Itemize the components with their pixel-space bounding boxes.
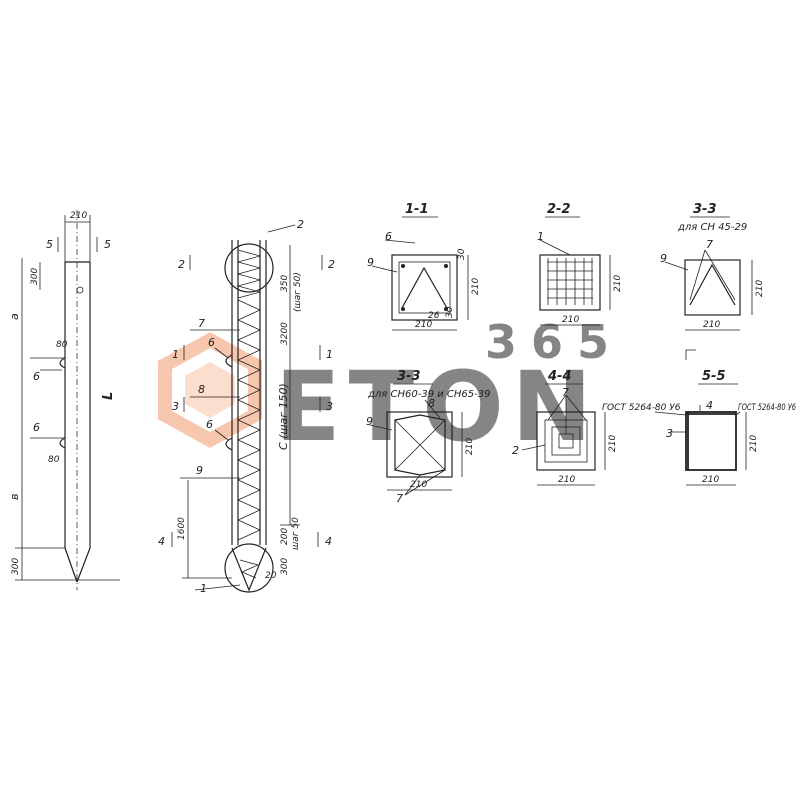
cage-dim-3200: 3200: [280, 322, 290, 345]
section-mark-5-right: 5: [104, 238, 111, 251]
pile-cage-view: 2 7 6 8 6 9 1 2 2 1 1 3 3 4 4 350 (шаг 5…: [158, 218, 335, 595]
cage-dim-step50: (шаг 50): [293, 272, 303, 312]
s11-dim-h: 210: [471, 278, 481, 295]
pile-width-dim: 210: [70, 211, 87, 221]
cage-mark-4-right: 4: [325, 535, 332, 548]
pile-outline-view: 210 5 5 300 a 6 80 L 6 80 в 300: [8, 210, 120, 590]
s55-dim-h: 210: [749, 435, 759, 452]
s33a-label-9: 9: [660, 252, 667, 265]
section-3-3a-subtitle: для СН 45-29: [677, 222, 747, 233]
cage-mark-3-right: 3: [326, 400, 333, 413]
watermark-main-text: ETON: [275, 351, 600, 463]
section-2-2-title: 2-2: [547, 202, 571, 217]
section-1-1-title: 1-1: [405, 202, 429, 217]
s11-dim-30: 30: [457, 248, 467, 260]
s55-label-4: 4: [706, 399, 713, 412]
cage-mark-1-left: 1: [172, 348, 179, 361]
cage-label-1: 1: [200, 582, 207, 595]
watermark-top-text: 365: [485, 315, 623, 369]
s55-label-3: 3: [666, 427, 673, 440]
cage-dim-200: 200: [280, 528, 290, 545]
s44-label-2: 2: [512, 444, 519, 457]
cage-mark-3-left: 3: [172, 400, 179, 413]
s11-dim-26: 26: [428, 311, 440, 321]
cage-mark-2-left: 2: [178, 258, 185, 271]
loop-label-6-upper: 6: [33, 370, 40, 383]
cage-label-6-upper: 6: [208, 336, 215, 349]
s55-gost-left: ГОСТ 5264-80 У6: [602, 403, 681, 413]
s11-label-6: 6: [385, 230, 392, 243]
dim-L: L: [101, 392, 116, 400]
s33b-label-8: 8: [428, 397, 435, 410]
cage-label-2: 2: [297, 218, 304, 231]
s55-gost-right: ГОСТ 5264-80 У6: [738, 403, 796, 413]
dim-b: в: [8, 494, 21, 500]
dim-80-lower: 80: [48, 455, 60, 465]
section-4-4-title: 4-4: [547, 369, 572, 384]
s22-label-1: 1: [537, 230, 544, 243]
section-5-5: 5-5 4 3 ГОСТ 5264-80 У6 ГОСТ 5264-80 У6 …: [602, 349, 796, 486]
s33b-dim-h: 210: [465, 438, 475, 455]
section-4-4: 4-4 7 2 210 210: [512, 369, 618, 486]
s22-dim-h: 210: [613, 275, 623, 292]
cage-label-6-lower: 6: [206, 418, 213, 431]
s44-dim-w: 210: [558, 475, 575, 485]
section-3-3b-subtitle: для СН60-39 и СН65-39: [367, 389, 490, 400]
cage-label-7: 7: [198, 317, 205, 330]
cage-mark-2-right: 2: [328, 258, 335, 271]
cage-mark-4-left: 4: [158, 535, 165, 548]
s33a-dim-h: 210: [755, 280, 765, 297]
s11-dim-30b: 30: [445, 306, 455, 318]
dim-80-upper: 80: [56, 340, 68, 350]
section-3-3a-title: 3-3: [693, 202, 717, 217]
s33b-label-9: 9: [366, 415, 373, 428]
section-3-3-a: 3-3 для СН 45-29 7 9 210 210: [660, 202, 765, 331]
cage-dim-step50b: шаг 50: [291, 517, 301, 550]
s33b-label-7: 7: [396, 492, 403, 505]
watermark: 365 ETON: [158, 315, 623, 463]
section-3-3-b: 3-3 для СН60-39 и СН65-39 8 9 7 210 210: [366, 369, 490, 505]
s11-dim-w: 210: [415, 320, 432, 330]
cage-label-8: 8: [198, 383, 205, 396]
cage-mark-1-right: 1: [326, 348, 333, 361]
dim-a: a: [8, 313, 21, 320]
cage-dim-300: 300: [280, 558, 290, 575]
cage-dim-350: 350: [280, 275, 290, 292]
section-2-2: 2-2 1 210 210: [537, 202, 623, 326]
section-1-1: 1-1 6 9 210 210 30 30 26: [367, 202, 481, 331]
cage-dim-20: 20: [265, 571, 277, 581]
s44-label-7: 7: [562, 386, 569, 399]
section-5-5-title: 5-5: [702, 369, 726, 384]
s33a-dim-w: 210: [703, 320, 720, 330]
dim-300-bottom: 300: [11, 558, 21, 575]
s33b-dim-w: 210: [410, 480, 427, 490]
s11-label-9: 9: [367, 256, 374, 269]
s44-dim-h: 210: [608, 435, 618, 452]
s22-dim-w: 210: [562, 315, 579, 325]
section-3-3b-title: 3-3: [397, 369, 421, 384]
loop-label-6-lower: 6: [33, 421, 40, 434]
s55-dim-w: 210: [702, 475, 719, 485]
hexagon-logo-icon: [158, 331, 262, 449]
section-mark-5-left: 5: [46, 238, 53, 251]
cage-dim-1600: 1600: [177, 517, 187, 540]
s33a-label-7: 7: [706, 238, 713, 251]
cage-label-9: 9: [196, 464, 203, 477]
cage-dim-c-step150: С (шаг 150): [277, 383, 290, 450]
dim-300-top: 300: [30, 268, 40, 285]
